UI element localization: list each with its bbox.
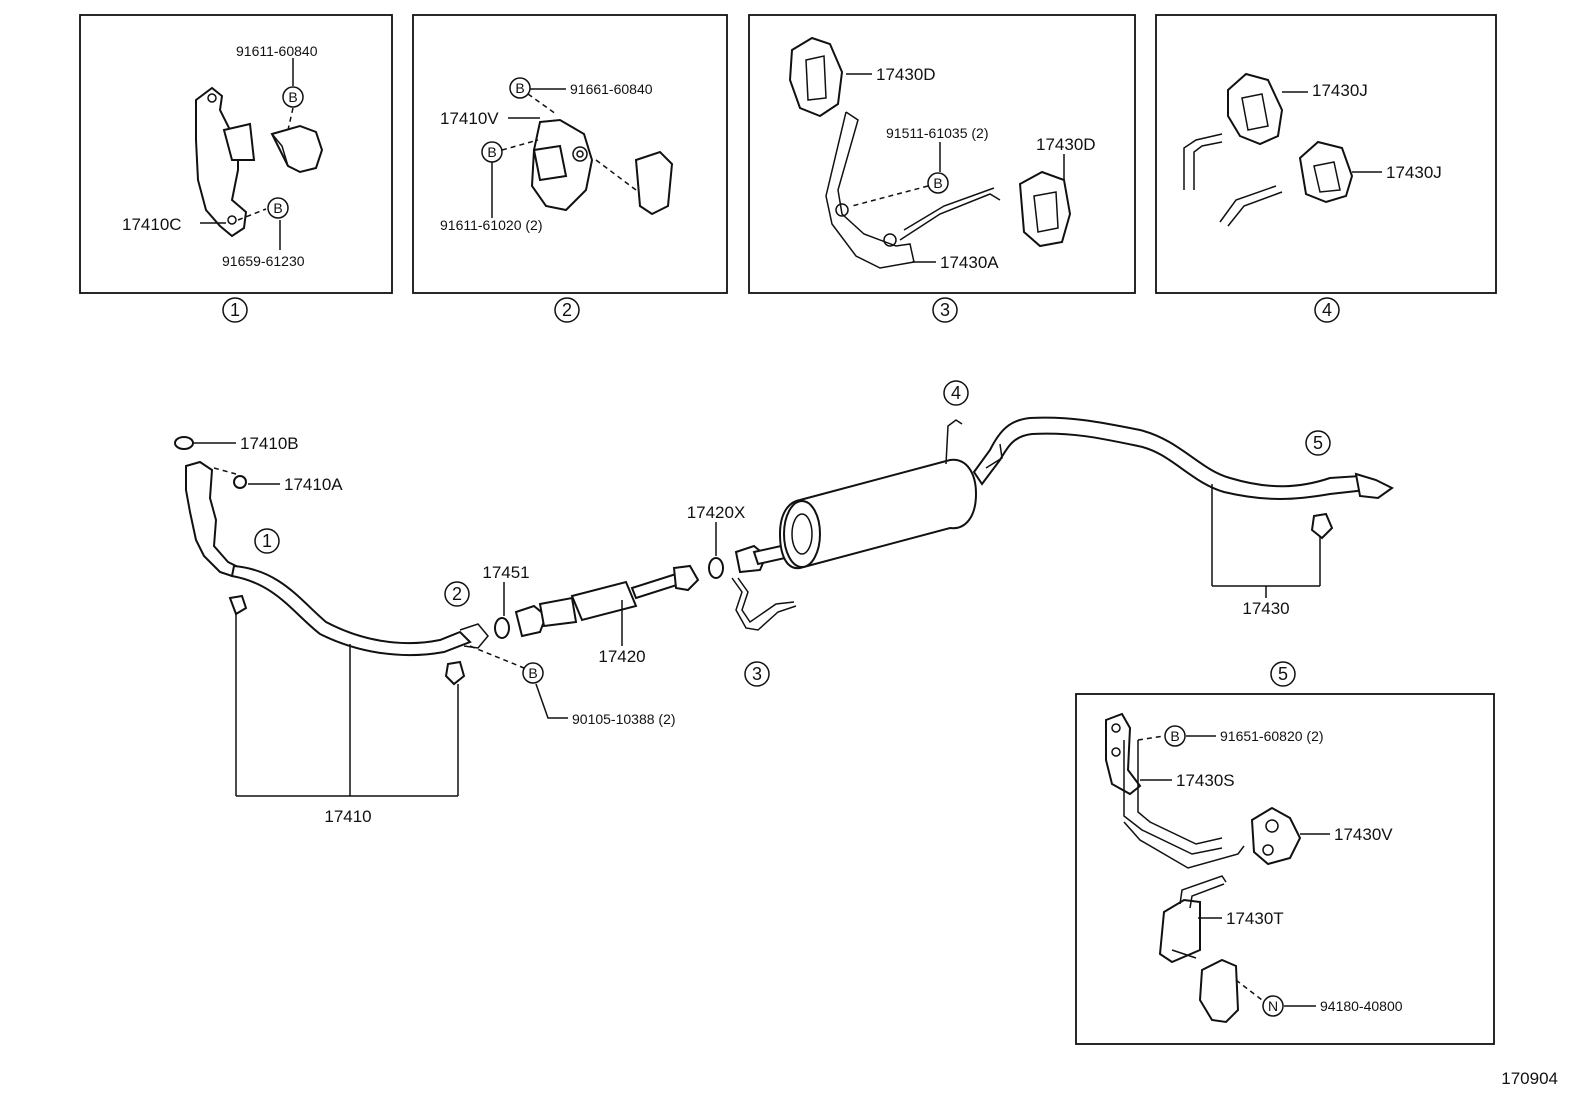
callout-2: 2 xyxy=(444,581,470,607)
inset-box-1 xyxy=(79,14,393,294)
marker-n-inset5: N xyxy=(1262,995,1284,1017)
label-17430T: 17430T xyxy=(1226,909,1284,928)
label-17420X: 17420X xyxy=(687,503,746,522)
callout-5: 5 xyxy=(1305,430,1331,456)
muffler-17430 xyxy=(734,416,1394,574)
gasket-17451 xyxy=(494,617,510,639)
hanger-3-b xyxy=(737,577,795,624)
label-17420: 17420 xyxy=(598,647,645,666)
svg-text:5: 5 xyxy=(1278,664,1288,684)
leader-bolt-dash xyxy=(469,645,525,669)
bracket-17410 xyxy=(235,612,459,797)
hanger-3 xyxy=(731,577,797,631)
label-91661-60840: 91661-60840 xyxy=(570,81,653,97)
svg-text:3: 3 xyxy=(940,300,950,320)
center-pipe-17420 xyxy=(514,564,700,638)
marker-b-inset2-b: B xyxy=(481,141,503,163)
leader-17410A-dash xyxy=(213,467,237,475)
inset-index-3: 3 xyxy=(932,297,958,323)
gasket-17420X xyxy=(708,557,724,579)
label-17430S: 17430S xyxy=(1176,771,1235,790)
inset-index-2: 2 xyxy=(554,297,580,323)
label-17410V: 17410V xyxy=(440,109,499,128)
svg-text:B: B xyxy=(487,144,496,160)
inset-index-4: 4 xyxy=(1314,297,1340,323)
label-91611-60840: 91611-60840 xyxy=(236,43,318,59)
label-91511-61035: 91511-61035 (2) xyxy=(886,125,988,141)
svg-text:B: B xyxy=(288,89,297,105)
label-17410C: 17410C xyxy=(122,215,182,234)
footer-code: 170904 xyxy=(1501,1069,1558,1088)
svg-text:B: B xyxy=(933,175,942,191)
label-91659-61230: 91659-61230 xyxy=(222,253,305,269)
svg-text:1: 1 xyxy=(262,531,272,551)
svg-text:2: 2 xyxy=(452,584,462,604)
inset-index-5: 5 xyxy=(1270,661,1296,687)
marker-b-main: B xyxy=(522,662,544,684)
marker-b-inset1-b: B xyxy=(267,197,289,219)
label-17451: 17451 xyxy=(482,563,529,582)
label-17430A: 17430A xyxy=(940,253,999,272)
svg-text:B: B xyxy=(528,665,537,681)
label-17410B: 17410B xyxy=(240,434,299,453)
svg-text:4: 4 xyxy=(1322,300,1332,320)
inset-1-parts xyxy=(195,58,324,250)
svg-text:2: 2 xyxy=(562,300,572,320)
label-91611-61020: 91611-61020 (2) xyxy=(440,217,542,233)
leader-bolt xyxy=(535,683,568,719)
inset-box-5 xyxy=(1075,693,1495,1045)
label-17430D-right: 17430D xyxy=(1036,135,1096,154)
marker-b-inset1-a: B xyxy=(282,86,304,108)
svg-text:4: 4 xyxy=(951,383,961,403)
inset-box-3 xyxy=(748,14,1136,294)
inset-index-1: 1 xyxy=(222,297,248,323)
svg-text:N: N xyxy=(1268,998,1278,1014)
svg-text:B: B xyxy=(1170,728,1179,744)
svg-text:3: 3 xyxy=(752,664,762,684)
inset-5-parts xyxy=(1105,712,1330,1024)
label-90105-10388: 90105-10388 (2) xyxy=(572,711,676,727)
marker-b-inset3: B xyxy=(927,172,949,194)
label-17430V: 17430V xyxy=(1334,825,1393,844)
label-17430J-right: 17430J xyxy=(1386,163,1442,182)
inset-3-parts xyxy=(788,36,1072,269)
marker-b-inset2-a: B xyxy=(509,77,531,99)
svg-text:B: B xyxy=(515,80,524,96)
inset-4-parts xyxy=(1183,72,1382,227)
callout-1: 1 xyxy=(254,528,280,554)
svg-text:1: 1 xyxy=(230,300,240,320)
inset-2-parts xyxy=(491,93,674,218)
label-17410: 17410 xyxy=(324,807,371,826)
label-17430: 17430 xyxy=(1242,599,1289,618)
label-94180-40800: 94180-40800 xyxy=(1320,998,1403,1014)
label-17430D-top: 17430D xyxy=(876,65,936,84)
svg-text:B: B xyxy=(273,200,282,216)
label-17410A: 17410A xyxy=(284,475,343,494)
inset-box-4 xyxy=(1155,14,1497,294)
marker-b-inset5: B xyxy=(1164,725,1186,747)
inset-box-2 xyxy=(412,14,728,294)
front-pipe-17410 xyxy=(174,436,489,686)
svg-text:5: 5 xyxy=(1313,433,1323,453)
bracket-17430 xyxy=(1211,484,1321,598)
callout-4: 4 xyxy=(943,380,969,406)
label-17430J-top: 17430J xyxy=(1312,81,1368,100)
label-91651-60820: 91651-60820 (2) xyxy=(1220,728,1324,744)
callout-3: 3 xyxy=(744,661,770,687)
